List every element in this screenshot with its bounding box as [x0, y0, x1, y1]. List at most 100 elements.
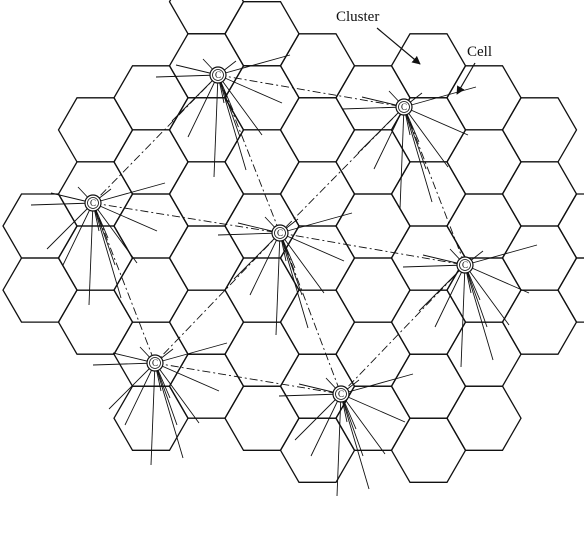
hex-cell: [279, 289, 356, 355]
hex-cell: [446, 65, 522, 131]
cell-grid: [2, 0, 584, 483]
antenna-ray: [357, 106, 405, 154]
antenna-ray: [460, 264, 466, 368]
cluster-link: [279, 232, 342, 395]
antenna-ray: [88, 202, 94, 306]
antenna-ray: [233, 232, 281, 280]
antenna-ray: [92, 202, 122, 299]
antenna-ray: [279, 212, 353, 234]
antenna-ray: [434, 264, 466, 328]
cluster-label: Cluster: [336, 9, 379, 25]
cluster-link: [154, 362, 342, 395]
hex-cell: [279, 161, 356, 227]
antenna-ray: [92, 202, 138, 264]
antenna-ray: [464, 264, 510, 326]
base-station: C: [209, 66, 227, 84]
antenna-ray: [278, 393, 342, 397]
hex-cell: [113, 65, 189, 131]
base-station: C: [332, 385, 350, 403]
base-station-marker: C: [401, 102, 407, 112]
hex-cell: [390, 33, 467, 99]
hex-cell: [57, 289, 134, 355]
antenna-ray: [213, 74, 219, 178]
hex-cell: [446, 129, 522, 195]
antenna-ray: [294, 393, 342, 441]
base-station-inner-ring: [212, 69, 224, 81]
hex-cell: [335, 193, 411, 259]
antenna-ray: [46, 202, 94, 250]
antenna-ray: [336, 393, 342, 497]
antenna-ray: [171, 74, 219, 122]
antenna-ray: [217, 74, 241, 138]
cell-arrow: [456, 62, 476, 95]
antenna-ray: [124, 362, 156, 426]
antenna-ray: [464, 264, 488, 328]
base-station-marker: C: [215, 70, 221, 80]
base-station: C: [146, 354, 164, 372]
antenna-ray: [92, 362, 156, 366]
antenna-ray: [402, 264, 466, 268]
hex-cell: [279, 33, 356, 99]
hex-cell: [501, 289, 578, 355]
cluster-arrow: [376, 27, 421, 65]
hex-cell: [390, 353, 467, 419]
antenna-ray: [340, 393, 406, 423]
hex-cell: [501, 225, 578, 291]
antenna-ray: [464, 244, 538, 266]
hex-cell: [279, 225, 356, 291]
antenna-ray: [154, 342, 228, 364]
hex-cell: [113, 385, 189, 451]
base-station-inner-ring: [335, 388, 347, 400]
hex-cell: [446, 193, 522, 259]
antenna-ray: [403, 106, 433, 203]
hex-cell: [501, 97, 578, 163]
cluster-link: [279, 232, 466, 266]
cluster-link: [92, 202, 156, 364]
antenna-ray: [279, 232, 303, 296]
hex-cell: [224, 257, 300, 323]
antenna-ray: [92, 182, 166, 204]
hex-cell: [279, 417, 356, 483]
antenna-ray: [249, 232, 281, 296]
antenna-ray: [279, 232, 325, 294]
antenna-ray: [464, 264, 530, 294]
antenna-ray: [340, 373, 414, 395]
antenna-ray: [108, 362, 156, 410]
antenna-ray: [150, 362, 156, 466]
antenna-ray: [217, 54, 291, 76]
antenna-ray: [155, 74, 219, 78]
antenna-ray: [279, 232, 309, 329]
hex-cell: [113, 129, 189, 195]
antenna-ray: [279, 232, 345, 262]
base-station-inner-ring: [274, 227, 286, 239]
cluster-link: [340, 264, 466, 395]
antenna-ray: [373, 106, 405, 170]
hex-cell: [557, 257, 584, 323]
base-station: C: [456, 256, 474, 274]
hex-cell: [168, 289, 245, 355]
base-station-inner-ring: [398, 101, 410, 113]
antenna-ray: [275, 232, 281, 336]
antenna-ray: [341, 106, 405, 110]
antenna-ray: [217, 74, 283, 104]
antenna-ray: [154, 362, 200, 424]
antenna-ray: [154, 362, 220, 392]
antenna-ray: [310, 393, 342, 457]
hex-cell: [57, 97, 134, 163]
cluster-links: [92, 74, 466, 395]
antenna-ray: [154, 362, 184, 459]
base-station-marker: C: [277, 228, 283, 238]
cluster-link: [403, 106, 466, 266]
hex-cell: [168, 0, 245, 35]
antenna-ray: [217, 74, 247, 171]
cluster-link: [154, 232, 281, 364]
antenna-ray: [217, 232, 281, 236]
cluster-link: [217, 74, 405, 108]
hex-cell: [335, 257, 411, 323]
antenna-ray: [217, 74, 263, 136]
hex-cell: [557, 193, 584, 259]
antenna-ray: [92, 202, 116, 266]
base-station: C: [84, 194, 102, 212]
hex-cell: [279, 97, 356, 163]
hex-cell: [2, 257, 78, 323]
